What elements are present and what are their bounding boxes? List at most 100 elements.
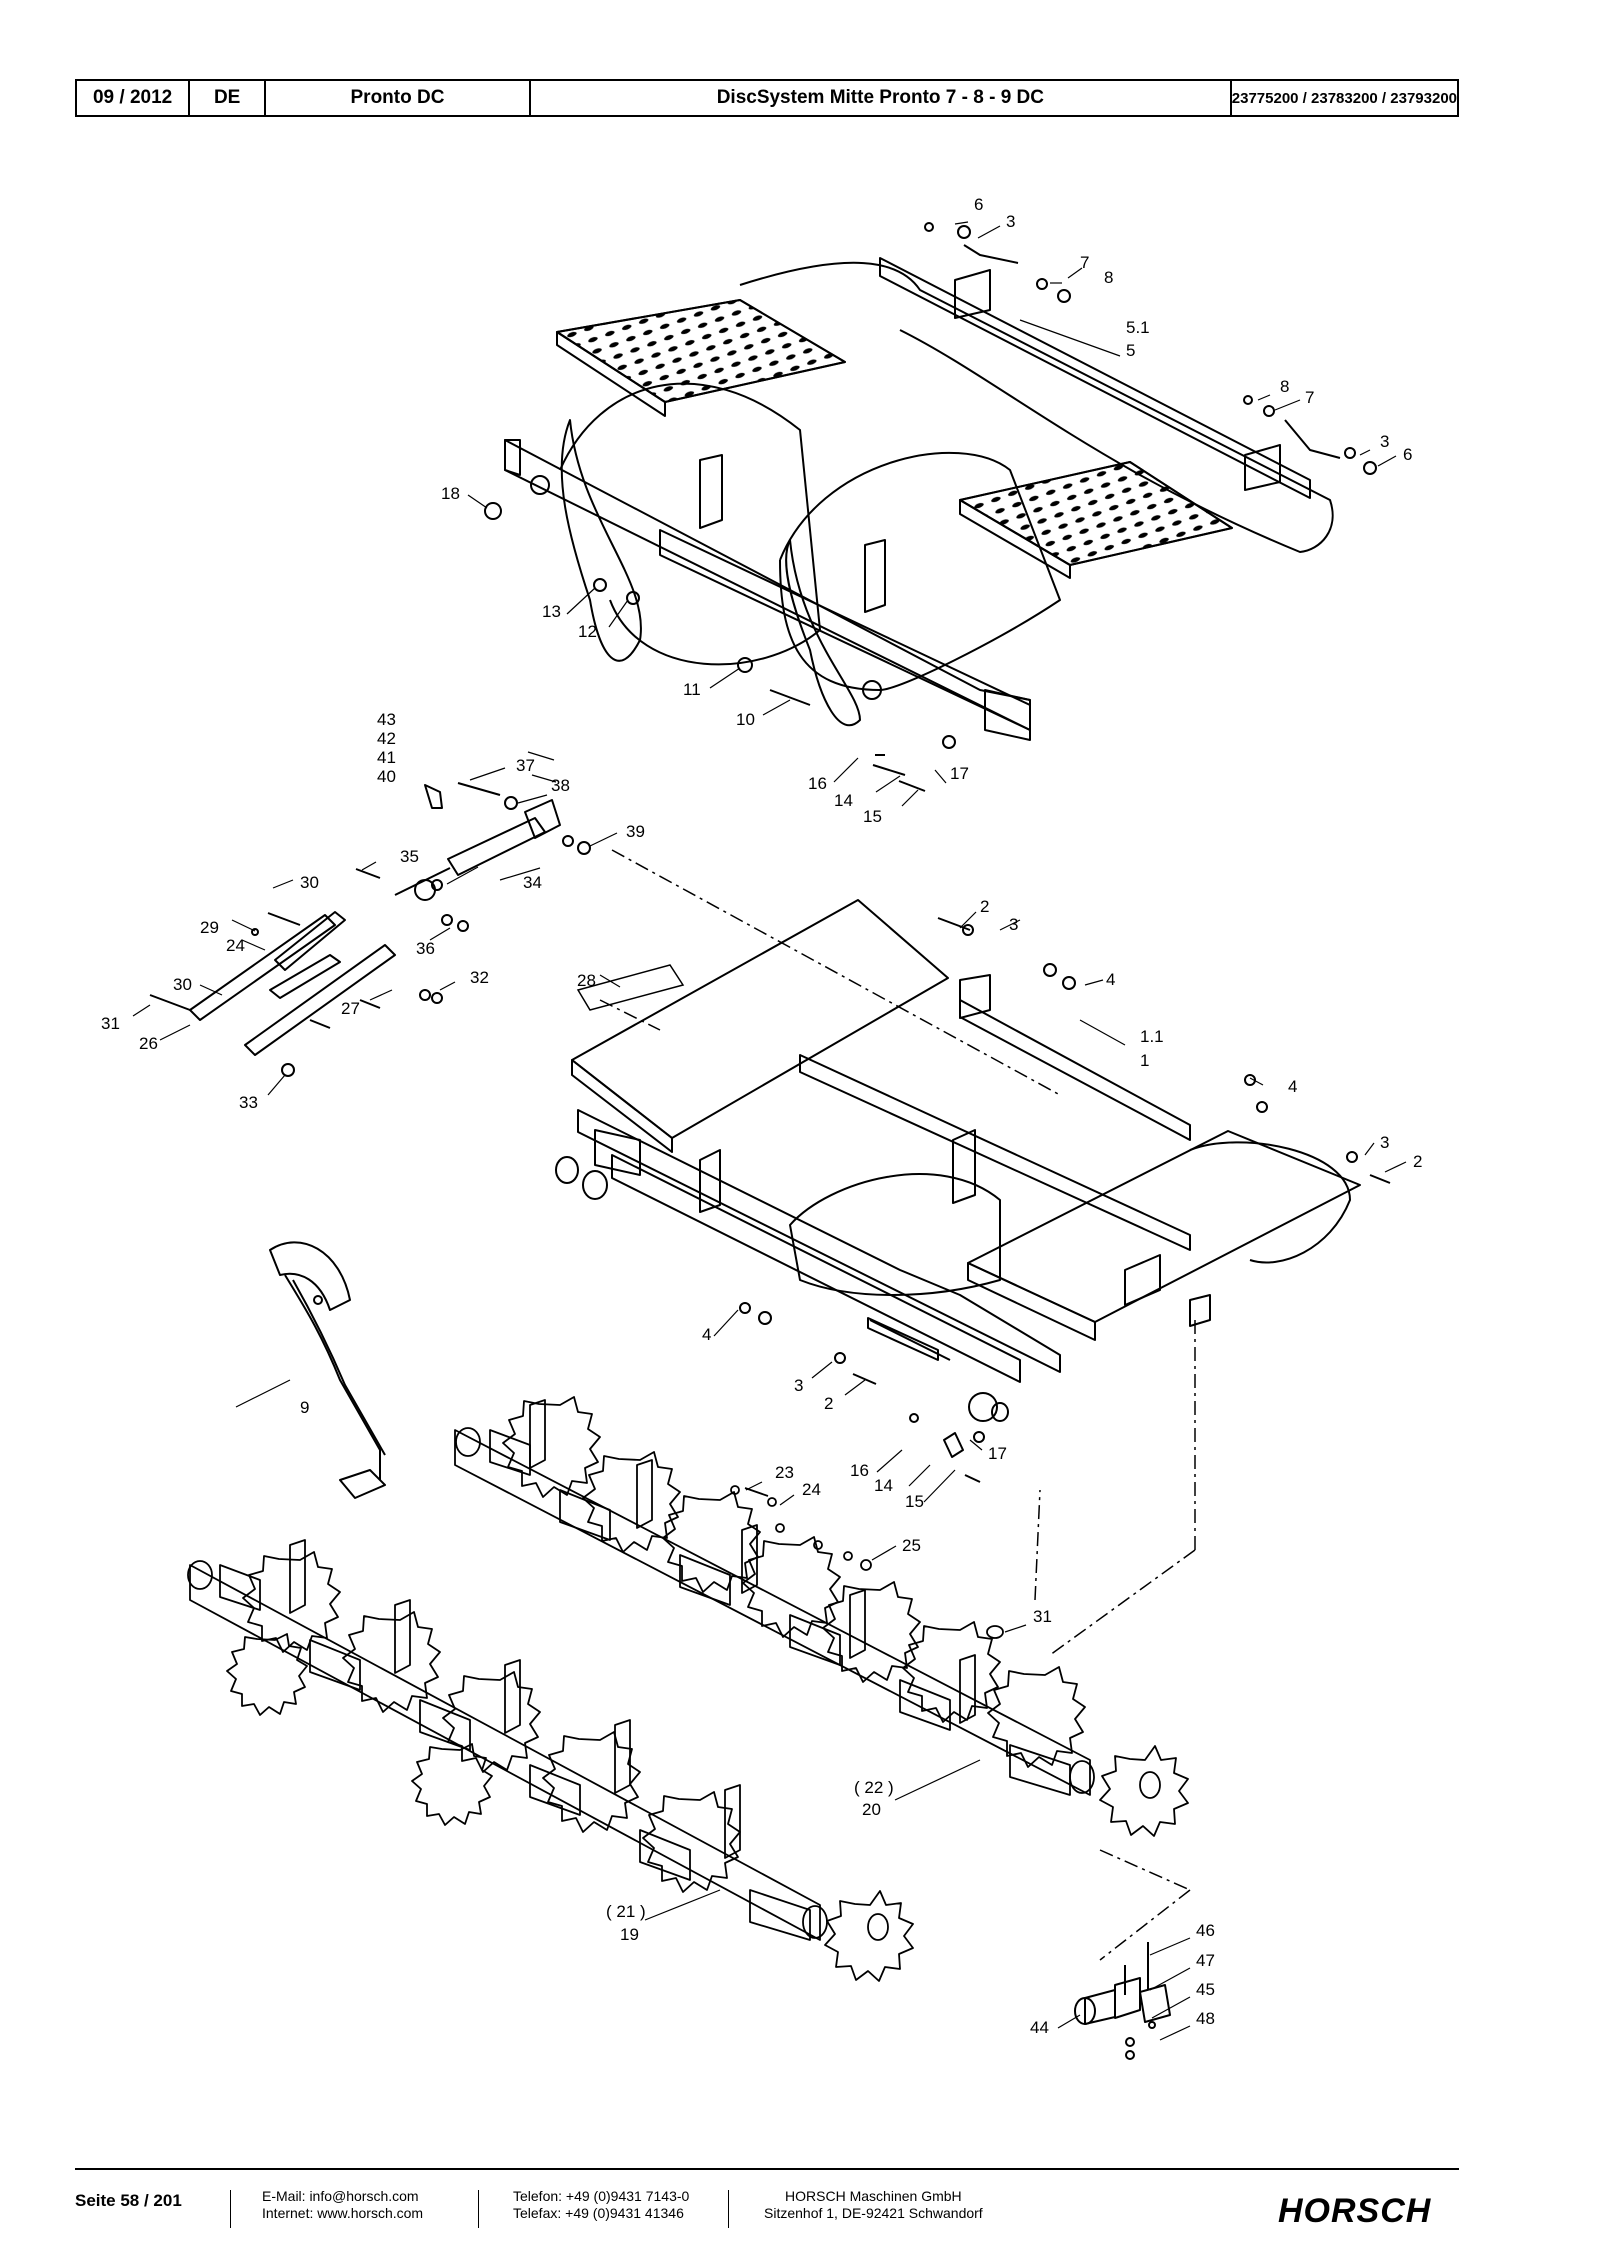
bearing-assembly xyxy=(1074,1942,1171,2060)
footer-address-block: HORSCH Maschinen GmbH Sitzenhof 1, DE-92… xyxy=(764,2188,983,2222)
callout-48: 48 xyxy=(1196,2009,1215,2028)
callout-19: 19 xyxy=(620,1925,639,1944)
callout-20: 20 xyxy=(862,1800,881,1819)
callout-46: 46 xyxy=(1196,1921,1215,1940)
callout-3b: 3 xyxy=(1380,432,1389,451)
callout-29: 29 xyxy=(200,918,219,937)
callout-4b: 4 xyxy=(1288,1077,1297,1096)
leader-lines xyxy=(132,221,1407,2041)
callout-labels: 6 3 7 8 5.1 5 8 7 3 6 18 13 12 11 10 16 … xyxy=(101,195,1422,2037)
assembly-center-lines xyxy=(599,849,1196,1961)
callout-4: 4 xyxy=(1106,970,1115,989)
main-frame-assembly xyxy=(555,899,1391,1483)
callout-25: 25 xyxy=(902,1536,921,1555)
callout-2c: 2 xyxy=(824,1394,833,1413)
callout-9: 9 xyxy=(300,1398,309,1417)
callout-10: 10 xyxy=(736,710,755,729)
decal-28 xyxy=(576,964,685,1011)
header-date: 09 / 2012 xyxy=(77,81,191,115)
callout-39: 39 xyxy=(626,822,645,841)
callout-3: 3 xyxy=(1006,212,1015,231)
header-table: 09 / 2012 DE Pronto DC DiscSystem Mitte … xyxy=(75,79,1459,117)
depth-scale-handle xyxy=(269,1241,386,1499)
footer-company: HORSCH Maschinen GmbH xyxy=(785,2188,962,2204)
callout-13: 13 xyxy=(542,602,561,621)
callout-8b: 8 xyxy=(1280,377,1289,396)
footer-contact-phone: Telefon: +49 (0)9431 7143-0 Telefax: +49… xyxy=(513,2188,689,2222)
footer-internet: Internet: www.horsch.com xyxy=(262,2205,424,2221)
callout-24b: 24 xyxy=(802,1480,821,1499)
hydraulic-cylinder xyxy=(355,782,591,932)
callout-45: 45 xyxy=(1196,1980,1215,1999)
callout-22: ( 22 ) xyxy=(854,1778,894,1797)
callout-6b: 6 xyxy=(1403,445,1412,464)
callout-12: 12 xyxy=(578,622,597,641)
callout-37: 37 xyxy=(516,756,535,775)
header-model: Pronto DC xyxy=(266,81,531,115)
callout-17: 17 xyxy=(950,764,969,783)
callout-32: 32 xyxy=(470,968,489,987)
callout-1-1: 1.1 xyxy=(1140,1027,1164,1046)
callout-23: 23 xyxy=(775,1463,794,1482)
callout-4c: 4 xyxy=(702,1325,711,1344)
callout-3c: 3 xyxy=(1009,915,1018,934)
callout-2b: 2 xyxy=(1413,1152,1422,1171)
callout-11: 11 xyxy=(683,680,701,699)
footer-divider xyxy=(230,2190,231,2228)
callout-33: 33 xyxy=(239,1093,258,1112)
callout-38: 38 xyxy=(551,776,570,795)
link-plates xyxy=(149,911,443,1077)
header-title: DiscSystem Mitte Pronto 7 - 8 - 9 DC xyxy=(531,81,1232,115)
callout-7: 7 xyxy=(1080,253,1089,272)
footer-email: E-Mail: info@horsch.com xyxy=(262,2188,419,2204)
upper-frame-assembly xyxy=(484,222,1377,792)
footer-telephone: Telefon: +49 (0)9431 7143-0 xyxy=(513,2188,690,2204)
callout-1: 1 xyxy=(1140,1051,1149,1070)
callout-24: 24 xyxy=(226,936,245,955)
callout-36: 36 xyxy=(416,939,435,958)
disc-gang-rear xyxy=(454,1396,1189,1837)
footer-address: Sitzenhof 1, DE-92421 Schwandorf xyxy=(764,2205,983,2221)
callout-31b: 31 xyxy=(1033,1607,1052,1626)
callout-40: 40 xyxy=(377,767,396,786)
callout-2: 2 xyxy=(980,897,989,916)
footer-divider xyxy=(478,2190,479,2228)
callout-14b: 14 xyxy=(874,1476,893,1495)
callout-8: 8 xyxy=(1104,268,1113,287)
callout-34: 34 xyxy=(523,873,542,892)
callout-3e: 3 xyxy=(794,1376,803,1395)
callout-16: 16 xyxy=(808,774,827,793)
callout-35: 35 xyxy=(400,847,419,866)
footer-fax: Telefax: +49 (0)9431 41346 xyxy=(513,2205,684,2221)
footer-rule xyxy=(75,2168,1459,2170)
callout-15: 15 xyxy=(863,807,882,826)
callout-17b: 17 xyxy=(988,1444,1007,1463)
footer-divider xyxy=(728,2190,729,2228)
callout-31: 31 xyxy=(101,1014,120,1033)
callout-28: 28 xyxy=(577,971,596,990)
callout-41: 41 xyxy=(377,748,396,767)
callout-30b: 30 xyxy=(173,975,192,994)
footer-contact-web: E-Mail: info@horsch.com Internet: www.ho… xyxy=(262,2188,423,2222)
header-language: DE xyxy=(190,81,267,115)
callout-14: 14 xyxy=(834,791,853,810)
callout-27: 27 xyxy=(341,999,360,1018)
callout-42: 42 xyxy=(377,729,396,748)
callout-43: 43 xyxy=(377,710,396,729)
callout-7b: 7 xyxy=(1305,388,1314,407)
page-number: Seite 58 / 201 xyxy=(75,2191,182,2210)
callout-21: ( 21 ) xyxy=(606,1902,646,1921)
horsch-logo: HORSCH xyxy=(1278,2192,1432,2230)
callout-18: 18 xyxy=(441,484,460,503)
callout-5: 5 xyxy=(1126,341,1135,360)
callout-6: 6 xyxy=(974,195,983,214)
callout-47: 47 xyxy=(1196,1951,1215,1970)
callout-3d: 3 xyxy=(1380,1133,1389,1152)
callout-44: 44 xyxy=(1030,2018,1049,2037)
callout-26: 26 xyxy=(139,1034,158,1053)
callout-30: 30 xyxy=(300,873,319,892)
header-part-numbers: 23775200 / 23783200 / 23793200 xyxy=(1231,89,1458,107)
callout-16b: 16 xyxy=(850,1461,869,1480)
disc-gang-front xyxy=(187,1539,914,1982)
